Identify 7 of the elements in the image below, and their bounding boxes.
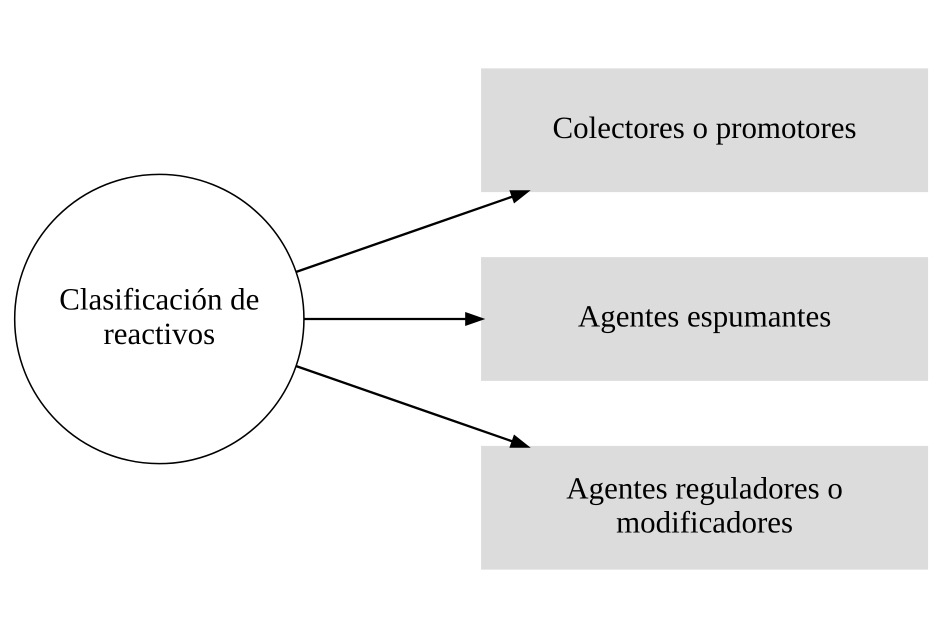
node-circle: Clasificación de reactivos [14,173,305,464]
node-box: Agentes reguladores o modificadores [481,445,928,570]
arrow [296,190,531,272]
node-box: Agentes espumantes [481,256,928,380]
node-box: Colectores o promotores [481,68,928,192]
arrow [296,364,531,448]
arrow [304,311,486,326]
